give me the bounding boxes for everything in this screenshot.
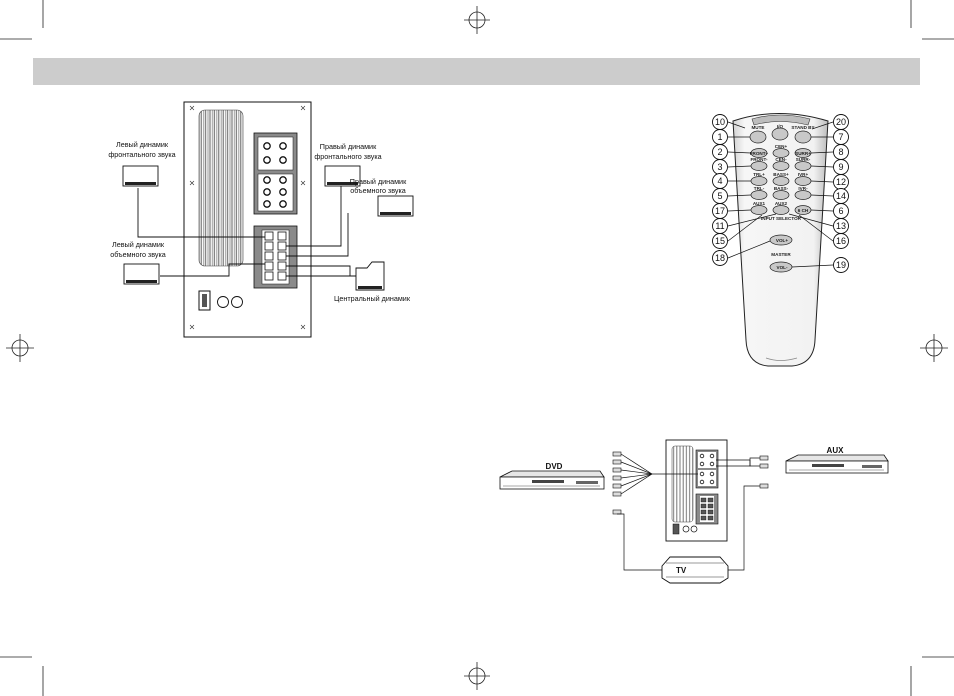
remote-btn-trl-minus[interactable]: TRL- [754, 186, 765, 191]
remote-btn-vol-minus[interactable]: VOL- [777, 265, 788, 270]
label-rear-left-2: объемного звука [110, 250, 166, 259]
callout-3: 3 [717, 162, 722, 172]
remote-btn-ivr-plus[interactable]: IVR+ [798, 172, 809, 177]
label-dvd: DVD [546, 462, 563, 471]
callout-14: 14 [836, 191, 846, 201]
label-rear-right-1: Правый динамик [350, 177, 407, 186]
callout-9: 9 [838, 162, 843, 172]
remote-btn-surr-minus[interactable]: SURR- [796, 157, 811, 162]
rca-plugs-dvd [612, 451, 622, 515]
label-rear-right-2: объемного звука [350, 186, 406, 195]
remote-btn-mute[interactable]: MUTE [751, 125, 764, 130]
remote-master: MASTER [771, 252, 791, 257]
callout-13: 13 [836, 221, 846, 231]
speaker-rear-right-icon [377, 195, 414, 217]
registration-mark-right [920, 334, 948, 362]
tv-icon [661, 556, 729, 584]
label-aux: AUX [827, 446, 845, 455]
rca-plugs-aux [759, 455, 769, 489]
dvd-player-icon [499, 470, 605, 490]
callout-7: 7 [838, 132, 843, 142]
remote-control: MUTE I/O STAND BY FRONT+ CEN+ SURR+ FRON… [712, 113, 849, 367]
callout-17: 17 [715, 206, 725, 216]
callout-5: 5 [717, 191, 722, 201]
callout-2: 2 [717, 147, 722, 157]
callout-8: 8 [838, 147, 843, 157]
label-front-right-2: фронтального звука [314, 152, 381, 161]
callout-19: 19 [836, 260, 846, 270]
registration-mark-left [6, 334, 34, 362]
remote-btn-io[interactable]: I/O [777, 124, 784, 129]
callout-10: 10 [715, 117, 725, 127]
remote-btn-bass-plus[interactable]: BASS+ [773, 172, 789, 177]
label-front-right-1: Правый динамик [320, 142, 377, 151]
callout-1: 1 [717, 132, 722, 142]
aux-device-icon [785, 454, 889, 474]
remote-btn-aux2[interactable]: AUX2 [775, 201, 788, 206]
label-tv: TV [676, 566, 687, 575]
label-front-left-1: Левый динамик [116, 140, 169, 149]
header-bar [33, 58, 920, 85]
remote-btn-standby[interactable]: STAND BY [791, 125, 814, 130]
speaker-center-icon [355, 261, 385, 291]
callout-18: 18 [715, 253, 725, 263]
remote-btn-vol-plus[interactable]: VOL+ [776, 238, 788, 243]
speaker-front-left-icon [122, 165, 159, 187]
device-connection-diagram: DVD AUX TV [499, 439, 889, 584]
label-front-left-2: фронтального звука [108, 150, 175, 159]
heatsink-vents [198, 109, 244, 267]
label-rear-left-1: Левый динамик [112, 240, 165, 249]
callout-11: 11 [715, 221, 724, 231]
callout-6: 6 [838, 206, 843, 216]
remote-btn-ivr-minus[interactable]: IVR- [798, 186, 808, 191]
callout-20: 20 [836, 117, 846, 127]
registration-mark-top [464, 6, 490, 34]
remote-btn-cen-plus[interactable]: CEN+ [775, 144, 788, 149]
remote-btn-front-plus[interactable]: FRONT+ [750, 151, 769, 156]
callout-4: 4 [717, 176, 722, 186]
remote-btn-surr-plus[interactable]: SURR+ [795, 151, 811, 156]
remote-btn-6ch[interactable]: 6 CH [798, 208, 809, 213]
remote-btn-trl-plus[interactable]: TRL+ [753, 172, 765, 177]
callout-15: 15 [715, 236, 725, 246]
callout-16: 16 [836, 236, 846, 246]
remote-btn-front-minus[interactable]: FRONT- [750, 157, 768, 162]
speaker-connection-diagram: Левый динамик фронтального звука Правый … [108, 101, 414, 338]
registration-mark-bottom [464, 662, 490, 690]
remote-input-selector: INPUT SELECTOR [761, 216, 802, 221]
label-center: Центральный динамик [334, 294, 411, 303]
remote-btn-aux1[interactable]: AUX1 [753, 201, 766, 206]
speaker-rear-left-icon [123, 263, 160, 285]
speaker-front-right-icon [324, 165, 361, 187]
remote-btn-bass-minus[interactable]: BASS- [774, 186, 789, 191]
callout-12: 12 [836, 177, 846, 187]
remote-btn-cen-minus[interactable]: CEN- [775, 157, 787, 162]
